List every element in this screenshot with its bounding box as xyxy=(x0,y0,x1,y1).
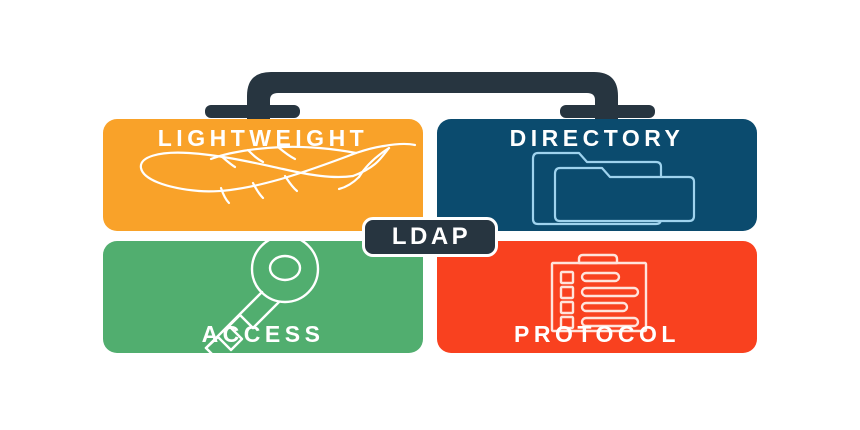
briefcase-handle xyxy=(245,68,620,123)
handle-bracket-left xyxy=(205,105,300,118)
ldap-center-badge[interactable]: LDAP xyxy=(362,217,498,257)
panel-label-access: ACCESS xyxy=(201,321,325,347)
panel-protocol[interactable]: PROTOCOL xyxy=(437,241,757,353)
panel-lightweight[interactable]: LIGHTWEIGHT xyxy=(103,119,423,231)
panel-label-directory: DIRECTORY xyxy=(509,125,685,151)
panel-label-protocol: PROTOCOL xyxy=(514,321,680,347)
ldap-badge-label: LDAP xyxy=(391,223,472,250)
briefcase-handle-shape xyxy=(247,72,618,123)
handle-bracket-right xyxy=(560,105,655,118)
panel-access[interactable]: ACCESS xyxy=(103,241,423,353)
panel-directory[interactable]: DIRECTORY xyxy=(437,119,757,231)
panel-label-lightweight: LIGHTWEIGHT xyxy=(157,125,369,151)
